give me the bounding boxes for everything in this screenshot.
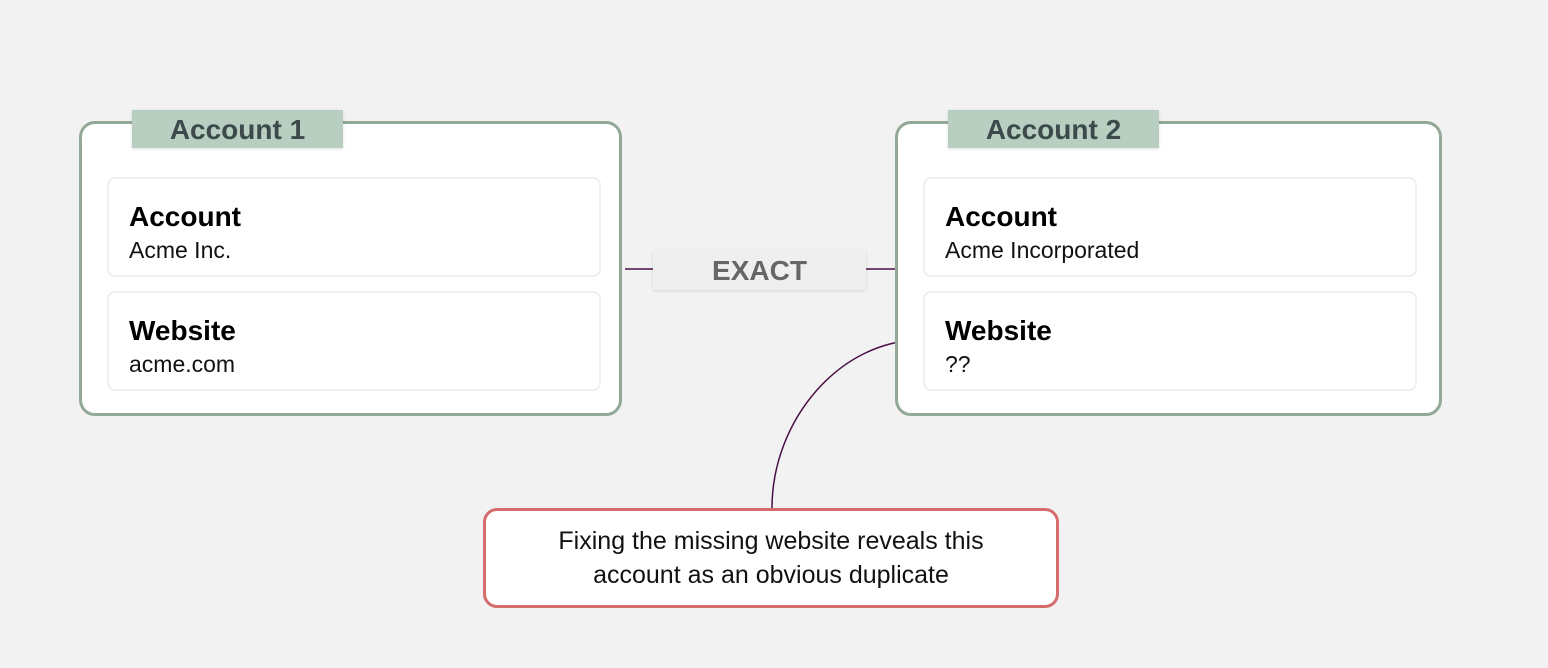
- account-2-card: Account Acme Incorporated Website ??: [895, 121, 1442, 416]
- field-label: Website: [129, 315, 236, 346]
- annotation-note: Fixing the missing website reveals this …: [483, 508, 1059, 608]
- field-label: Account: [945, 201, 1057, 232]
- field-label: Website: [945, 315, 1052, 346]
- account-1-title: Account 1: [132, 110, 343, 148]
- field-value: ??: [945, 351, 971, 377]
- account-1-card: Account Acme Inc. Website acme.com: [79, 121, 622, 416]
- field-value: Acme Incorporated: [945, 237, 1140, 263]
- field-value: acme.com: [129, 351, 236, 377]
- field-value: Acme Inc.: [129, 237, 232, 263]
- website-field: Website ??: [923, 291, 1417, 391]
- account-2-title: Account 2: [948, 110, 1159, 148]
- website-field: Website acme.com: [107, 291, 601, 391]
- field-label: Account: [129, 201, 241, 232]
- annotation-text: Fixing the missing website reveals this …: [558, 527, 984, 589]
- match-type-label: EXACT: [653, 250, 866, 290]
- account-name-field: Account Acme Incorporated: [923, 177, 1417, 277]
- note-connector: [771, 339, 922, 509]
- account-name-field: Account Acme Inc.: [107, 177, 601, 277]
